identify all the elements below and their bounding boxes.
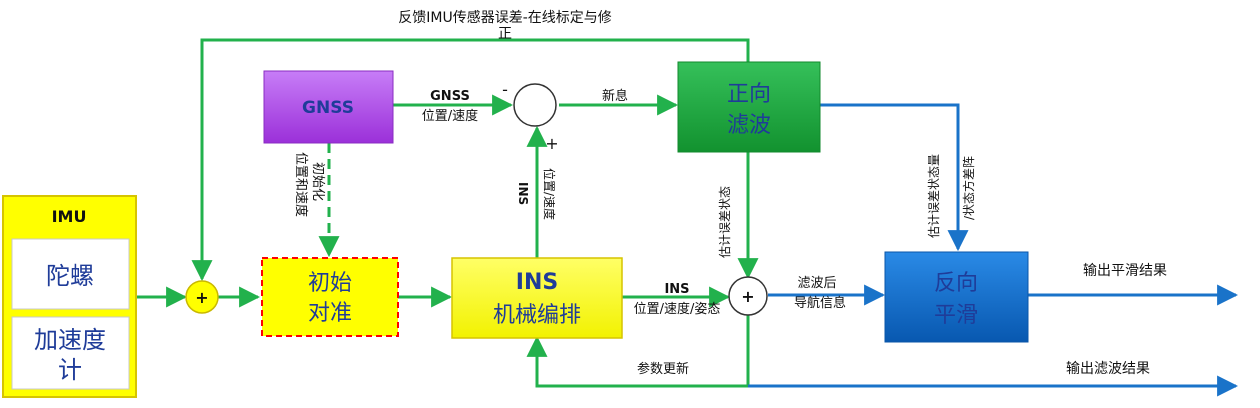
feedback-label-2: 正	[498, 26, 512, 42]
feedback-label-1: 反馈IMU传感器误差-在线标定与修	[398, 9, 612, 26]
est-error-label: 估计误差状态	[718, 186, 732, 258]
arrow-param-update	[526, 315, 750, 388]
ins-mechanization-block: INS 机械编排	[451, 257, 623, 339]
imu-block: IMU 陀螺 加速度 计	[2, 195, 137, 398]
init-align-label-2: 对准	[308, 301, 352, 326]
gnss-out-label-1: GNSS	[430, 89, 470, 104]
comparator-minus: -	[502, 80, 508, 99]
forward-filter-label-1: 正向	[727, 82, 771, 107]
accel-label-2: 计	[58, 356, 82, 384]
output-smooth-label: 输出平滑结果	[1083, 262, 1167, 279]
backward-smooth-label-2: 平滑	[934, 303, 978, 328]
backward-smooth-block: 反向 平滑	[884, 251, 1029, 343]
ins-mech-label-1: INS	[516, 270, 558, 295]
sum-node-correction: +	[728, 276, 768, 316]
ins-out-label-2: 位置/速度/姿态	[634, 301, 721, 317]
backward-smooth-label-1: 反向	[934, 271, 978, 296]
param-update-label: 参数更新	[637, 361, 689, 377]
sum-symbol-2: +	[741, 287, 754, 306]
arrow-forward-to-smooth	[820, 103, 969, 252]
innovation-label: 新息	[602, 88, 628, 104]
forward-filter-block: 正向 滤波	[677, 61, 821, 153]
gnss-title: GNSS	[302, 98, 354, 118]
ins-mech-label-2: 机械编排	[493, 303, 581, 328]
ins-pv-label-2: 位置/速度	[542, 168, 557, 220]
gnss-out-label-2: 位置/速度	[422, 108, 478, 124]
comparator-node: - +	[502, 80, 559, 153]
init-align-block: 初始 对准	[261, 257, 399, 337]
est-state-label-1: 估计误差状态量	[927, 154, 941, 238]
gyro-label: 陀螺	[46, 262, 94, 290]
init-align-label-1: 初始	[308, 271, 352, 296]
sum-node-imu: +	[185, 280, 219, 314]
ins-pv-label-1: INS	[516, 182, 530, 205]
imu-title: IMU	[52, 207, 87, 226]
sum-symbol-1: +	[195, 288, 208, 307]
ins-out-label-1: INS	[664, 282, 689, 297]
est-state-label-2: /状态方差阵	[961, 156, 976, 220]
init-pv-label-1: 位置和速度	[293, 152, 309, 217]
arrow-feedback-loop	[191, 38, 750, 282]
gnss-block: GNSS	[263, 70, 394, 144]
accel-label-1: 加速度	[34, 326, 106, 354]
comparator-plus: +	[545, 134, 558, 153]
filtered-label-1: 滤波后	[797, 276, 836, 291]
init-pv-label-2: 初始化	[310, 162, 325, 201]
accelerometer-box: 加速度 计	[11, 316, 130, 390]
output-filter-label: 输出滤波结果	[1066, 361, 1150, 377]
gyro-box: 陀螺	[11, 238, 130, 310]
forward-filter-label-2: 滤波	[727, 113, 771, 138]
filtered-label-2: 导航信息	[794, 295, 846, 311]
